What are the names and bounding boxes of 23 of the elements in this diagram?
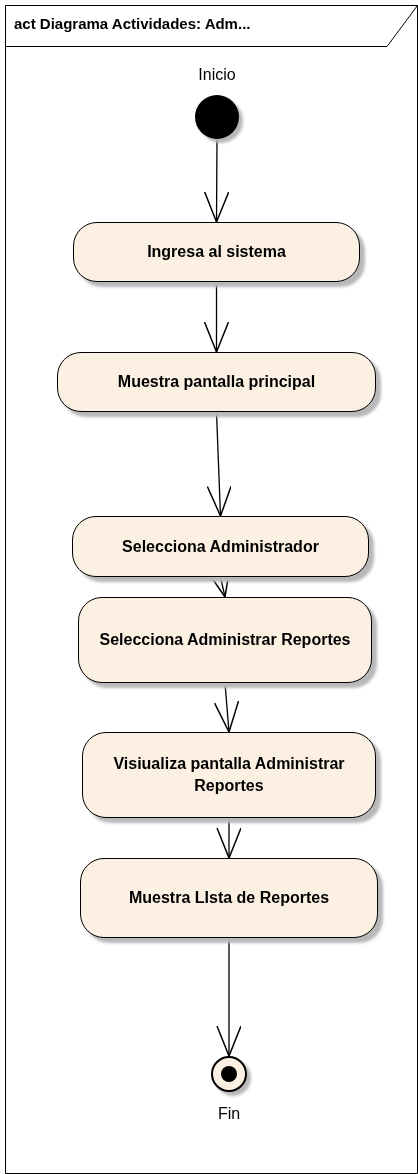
arrow xyxy=(206,411,233,517)
frame-title: act Diagrama Actividades: Adm... xyxy=(14,15,251,33)
arrow xyxy=(216,817,242,859)
action-label: Visiualiza pantalla Administrar Reportes xyxy=(112,754,346,796)
action-box xyxy=(80,858,378,938)
node-caption: Inicio xyxy=(197,65,237,85)
action-box xyxy=(78,597,372,683)
action-box xyxy=(82,732,376,818)
action-box xyxy=(72,516,369,577)
arrow xyxy=(203,138,230,223)
action-label: Selecciona Administrar Reportes xyxy=(99,630,351,650)
arrow xyxy=(216,937,242,1057)
action-box xyxy=(57,352,376,412)
action-box xyxy=(73,222,360,282)
initial-node xyxy=(195,95,239,139)
node-caption: Fin xyxy=(216,1104,242,1124)
arrow xyxy=(213,682,240,733)
action-label: Selecciona Administrador xyxy=(122,536,319,557)
action-label: Muestra LIsta de Reportes xyxy=(128,888,330,908)
arrow xyxy=(203,281,230,353)
final-node xyxy=(211,1056,247,1092)
action-label: Ingresa al sistema xyxy=(147,242,286,262)
action-label: Muestra pantalla principal xyxy=(117,372,316,392)
